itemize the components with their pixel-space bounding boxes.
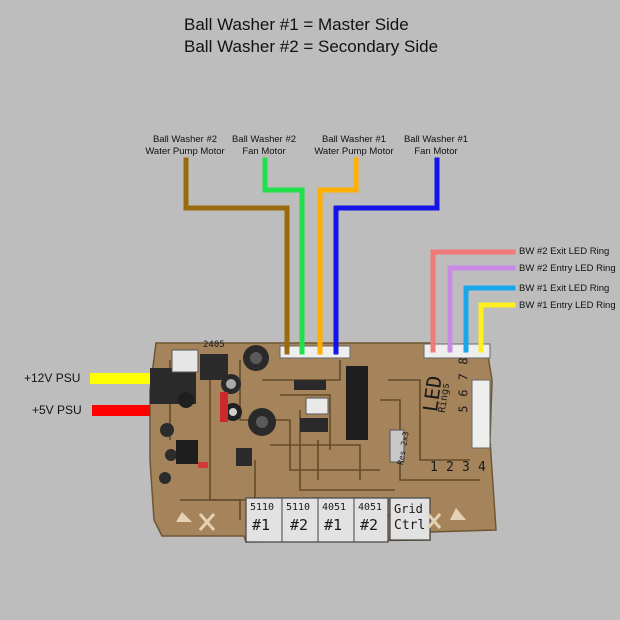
connector-label-5110-2: 5110 bbox=[286, 502, 310, 513]
connector-sublabel-1: #1 bbox=[252, 516, 270, 534]
connector-label-4051-1: 4051 bbox=[322, 502, 346, 513]
wire-bw1-exit-led bbox=[466, 288, 513, 350]
pin-number-1: 1 bbox=[430, 460, 438, 475]
pin-number-7: 7 bbox=[456, 373, 471, 381]
connector-sublabel-4: #2 bbox=[360, 516, 378, 534]
connector-sublabel-3: #1 bbox=[324, 516, 342, 534]
connector-label-5110-1: 5110 bbox=[250, 502, 274, 513]
wire-bw1-entry-led bbox=[481, 305, 513, 350]
microcontroller-chip bbox=[346, 366, 368, 440]
wire-12v-psu bbox=[90, 373, 150, 384]
pin-number-5: 5 bbox=[456, 405, 471, 413]
dip-ic-small bbox=[176, 440, 198, 464]
pin-number-6: 6 bbox=[456, 389, 471, 397]
led-header-side bbox=[472, 380, 490, 448]
board-corner-text: 2405 bbox=[203, 340, 225, 350]
pin-number-8: 8 bbox=[456, 357, 471, 365]
connector-sublabel-ctrl: Ctrl bbox=[394, 518, 425, 533]
connector-label-4051-2: 4051 bbox=[358, 502, 382, 513]
wire-bw2-fan bbox=[265, 160, 302, 352]
motor-header bbox=[280, 346, 350, 358]
wire-5v-psu bbox=[92, 405, 150, 416]
connector-label-grid: Grid bbox=[394, 502, 423, 516]
pin-number-2: 2 bbox=[446, 460, 454, 475]
pin-number-3: 3 bbox=[462, 460, 470, 475]
pin-number-4: 4 bbox=[478, 460, 486, 475]
connector-sublabel-2: #2 bbox=[290, 516, 308, 534]
